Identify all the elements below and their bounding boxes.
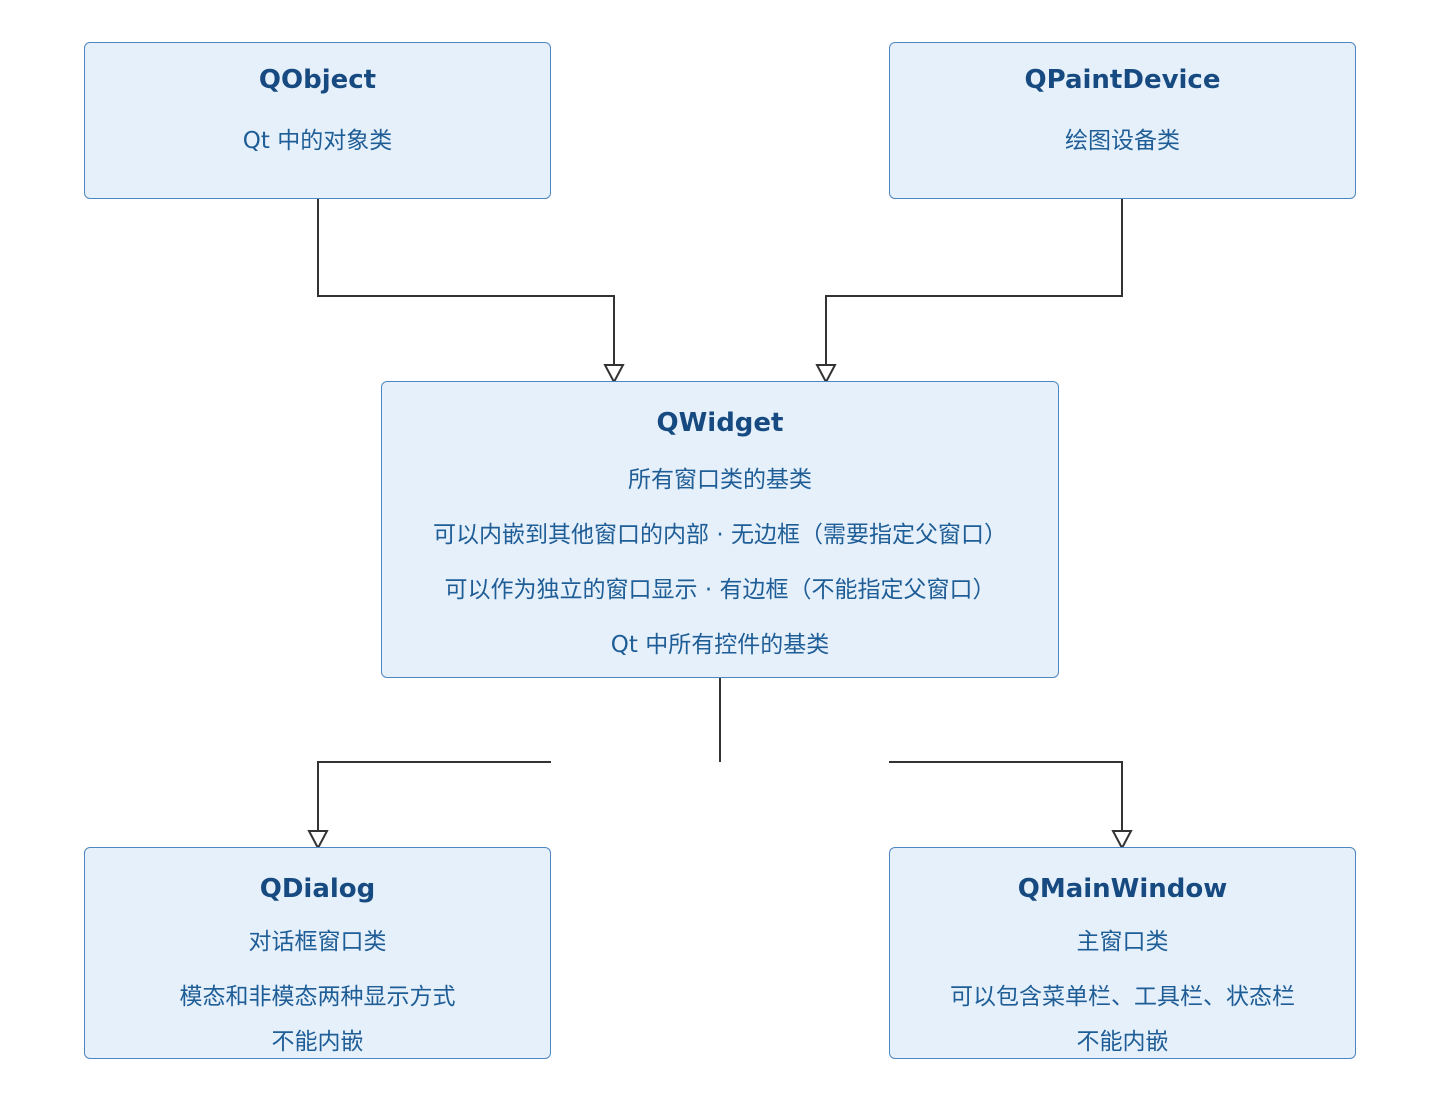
node-qmainwindow-desc-2: 可以包含菜单栏、工具栏、状态栏 bbox=[950, 984, 1295, 1010]
node-qpaintdevice-title: QPaintDevice bbox=[1024, 65, 1221, 95]
node-qwidget-desc-4: Qt 中所有控件的基类 bbox=[610, 632, 830, 658]
arrowhead-qwidget-qdialog bbox=[307, 830, 329, 851]
node-qdialog-desc-2: 模态和非模态两种显示方式 bbox=[179, 984, 456, 1010]
node-qwidget-desc-2: 可以内嵌到其他窗口的内部 · 无边框（需要指定父窗口） bbox=[433, 522, 1007, 548]
node-qobject: QObject Qt 中的对象类 bbox=[84, 42, 551, 199]
edge-qpaintdevice-qwidget bbox=[825, 199, 1123, 366]
node-qmainwindow-desc-3: 不能内嵌 bbox=[1076, 1029, 1169, 1055]
node-qwidget-desc-1: 所有窗口类的基类 bbox=[628, 467, 812, 493]
node-qwidget: QWidget 所有窗口类的基类 可以内嵌到其他窗口的内部 · 无边框（需要指定… bbox=[381, 381, 1059, 678]
node-qdialog-desc-1: 对话框窗口类 bbox=[248, 929, 387, 955]
node-qmainwindow-title: QMainWindow bbox=[1017, 874, 1228, 904]
node-qdialog-title: QDialog bbox=[259, 874, 376, 904]
node-qmainwindow-desc-1: 主窗口类 bbox=[1076, 929, 1169, 955]
node-qwidget-title: QWidget bbox=[656, 408, 784, 438]
edge-qwidget-qmainwindow bbox=[889, 761, 1123, 832]
arrowhead-qwidget-qmainwindow bbox=[1111, 830, 1133, 851]
node-qpaintdevice-desc: 绘图设备类 bbox=[1065, 128, 1180, 154]
node-qdialog: QDialog 对话框窗口类 模态和非模态两种显示方式 不能内嵌 bbox=[84, 847, 551, 1059]
node-qobject-title: QObject bbox=[258, 65, 377, 95]
arrowhead-qpaintdevice-qwidget bbox=[815, 364, 837, 385]
edge-qwidget-qdialog bbox=[317, 761, 551, 832]
node-qobject-desc: Qt 中的对象类 bbox=[242, 128, 393, 154]
edge-qobject-qwidget bbox=[317, 199, 615, 366]
node-qwidget-desc-3: 可以作为独立的窗口显示 · 有边框（不能指定父窗口） bbox=[444, 577, 996, 603]
arrowhead-qobject-qwidget bbox=[603, 364, 625, 385]
node-qpaintdevice: QPaintDevice 绘图设备类 bbox=[889, 42, 1356, 199]
node-qdialog-desc-3: 不能内嵌 bbox=[271, 1029, 364, 1055]
node-qmainwindow: QMainWindow 主窗口类 可以包含菜单栏、工具栏、状态栏 不能内嵌 bbox=[889, 847, 1356, 1059]
